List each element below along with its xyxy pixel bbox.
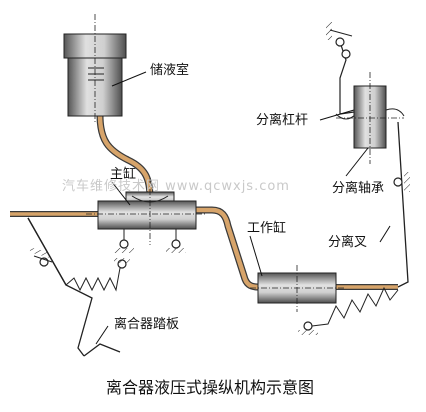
release-fork [298,121,410,335]
label-release-bearing: 分离轴承 [332,181,385,196]
label-reservoir: 储液室 [150,63,190,78]
clutch-pedal [27,217,130,357]
reservoir [63,14,147,122]
hydraulic-line [10,114,398,291]
label-clutch-pedal: 离合器踏板 [114,317,180,332]
release-lever [319,22,357,121]
watermark: 汽车维修技术网 www.qcwxjs.com [62,179,290,194]
release-bearing [336,72,405,177]
label-master-cylinder: 主缸 [110,167,137,182]
label-release-fork: 分离叉 [328,235,368,250]
diagram-caption: 离合器液压式操纵机构示意图 [106,378,315,397]
label-release-lever: 分离杠杆 [256,113,309,128]
label-slave-cylinder: 工作缸 [247,221,287,236]
master-cylinder [86,178,206,253]
slave-cylinder [249,235,345,312]
